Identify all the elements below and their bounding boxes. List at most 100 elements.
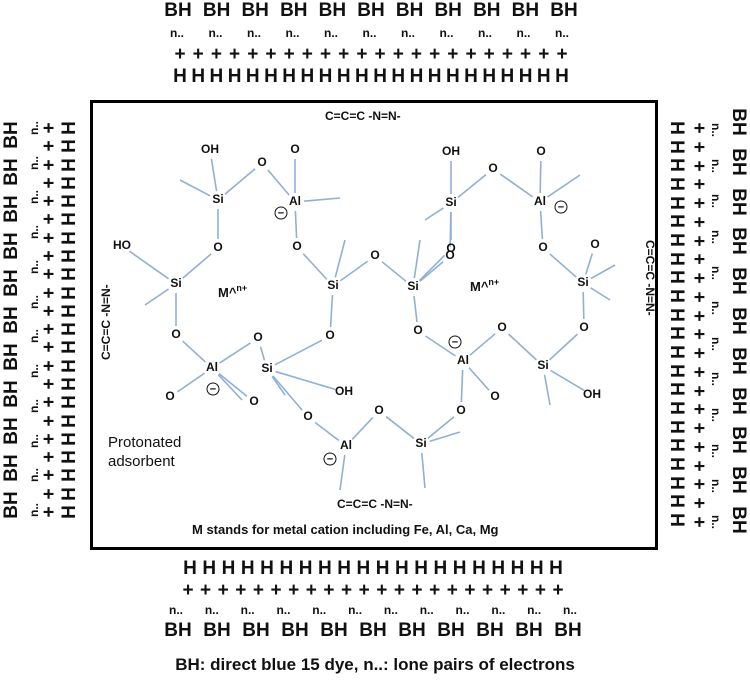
lone-pair-label: n.. [247,26,261,40]
bond-line [274,339,323,366]
atom-o: O [303,409,312,423]
positive-charge-label: + [376,580,388,601]
proton-label: H [282,66,297,87]
proton-label: H [336,66,351,87]
lone-pair-label: n.. [362,26,377,40]
metal-label-right: M^n+ [470,277,499,294]
bond-line [271,375,286,396]
positive-charge-label: + [338,44,350,65]
proton-label: H [375,558,390,579]
dye-molecule-label: BH [320,620,348,641]
bond-line [128,250,170,280]
atom-ho: HO [113,238,131,252]
positive-charge-label: + [200,580,212,601]
lone-pair-label: n.. [276,603,291,617]
atom-o: O [497,320,506,334]
bond-line [381,261,407,282]
bond-lines [128,158,616,491]
positive-charge-label: + [556,44,568,65]
bond-line [294,210,298,239]
dye-molecule-label: BH [437,620,465,641]
lone-pair-label: n.. [527,603,542,617]
atom-si: Si [261,361,272,375]
atom-oh: OH [583,387,601,401]
negative-charge-sign: − [327,453,333,465]
lone-pair-label: n.. [170,26,184,40]
bond-line [419,261,444,282]
proton-label: H [221,558,236,579]
positive-charge-label: + [374,44,386,65]
proton-label: H [300,66,315,87]
dye-molecule-label: BH [241,0,269,21]
proton-label: H [356,558,371,579]
proton-label: H [395,558,409,579]
proton-label: H [373,66,387,87]
bond-line [499,173,534,198]
bond-line [582,291,585,320]
bond-line [334,239,346,278]
bond-line [218,373,248,397]
atom-o: O [590,237,599,251]
positive-charge-label: + [392,44,404,65]
bond-line [217,374,243,401]
bond-line [469,333,496,356]
atom-al: Al [534,194,546,208]
positive-charge-label: + [534,580,546,601]
negative-charge-icon [554,200,568,214]
proton-label: H [191,66,206,87]
positive-charge-label: + [538,44,550,65]
atom-al: Al [206,360,218,374]
atom-o: O [165,389,174,403]
atom-al: Al [340,438,352,452]
proton-label: H [445,66,460,87]
dye-group-top: C=C=C -N=N- [325,109,401,123]
proton-label: H [500,66,515,87]
proton-label: H [414,558,429,579]
positive-charge-label: + [356,44,368,65]
atom-o: O [488,161,497,175]
atom-al: Al [457,353,469,367]
lone-pair-label: n.. [240,603,255,617]
proton-label: H [202,558,217,579]
atom-si: Si [415,436,426,450]
positive-charge-label: + [481,580,494,601]
lone-pair-label: n.. [312,603,327,617]
proton-label: H [240,558,255,579]
bond-line [351,416,374,441]
bond-line [468,367,490,391]
dye-molecule-label: BH [357,0,385,21]
positive-charge-label: + [411,580,423,601]
lone-pair-label: n.. [208,26,223,40]
positive-charge-label: + [520,44,532,65]
adsorbent-panel [90,100,658,550]
positive-charge-label: + [323,580,335,601]
negative-charge-sign: − [452,336,458,348]
positive-charge-label: + [210,44,222,65]
figure-caption: BH: direct blue 15 dye, n..: lone pairs … [175,655,575,674]
dye-molecule-label: BH [318,0,347,21]
positive-charge-label: + [465,44,477,65]
dye-molecule-label: BH [511,0,540,21]
dye-group-left: C=C=C -N=N- [99,284,113,360]
bond-line [385,415,415,440]
proton-label: H [173,66,187,87]
positive-charge-label: + [358,580,370,601]
proton-label: H [482,66,497,87]
bond-line [539,160,542,194]
negative-charge-icon [274,206,288,220]
bond-line [182,253,212,279]
atom-o: O [446,241,455,255]
positive-charge-label: + [429,44,441,65]
atom-o: O [579,320,588,334]
proton-label: H [555,66,569,87]
positive-charge-label: + [552,580,564,601]
proton-label: H [391,66,406,87]
atom-o: O [490,389,499,403]
proton-label: H [260,558,274,579]
positive-charge-label: + [270,580,282,601]
proton-label: H [472,558,486,579]
atom-o: O [445,248,454,262]
lone-pair-label: n.. [401,26,415,40]
